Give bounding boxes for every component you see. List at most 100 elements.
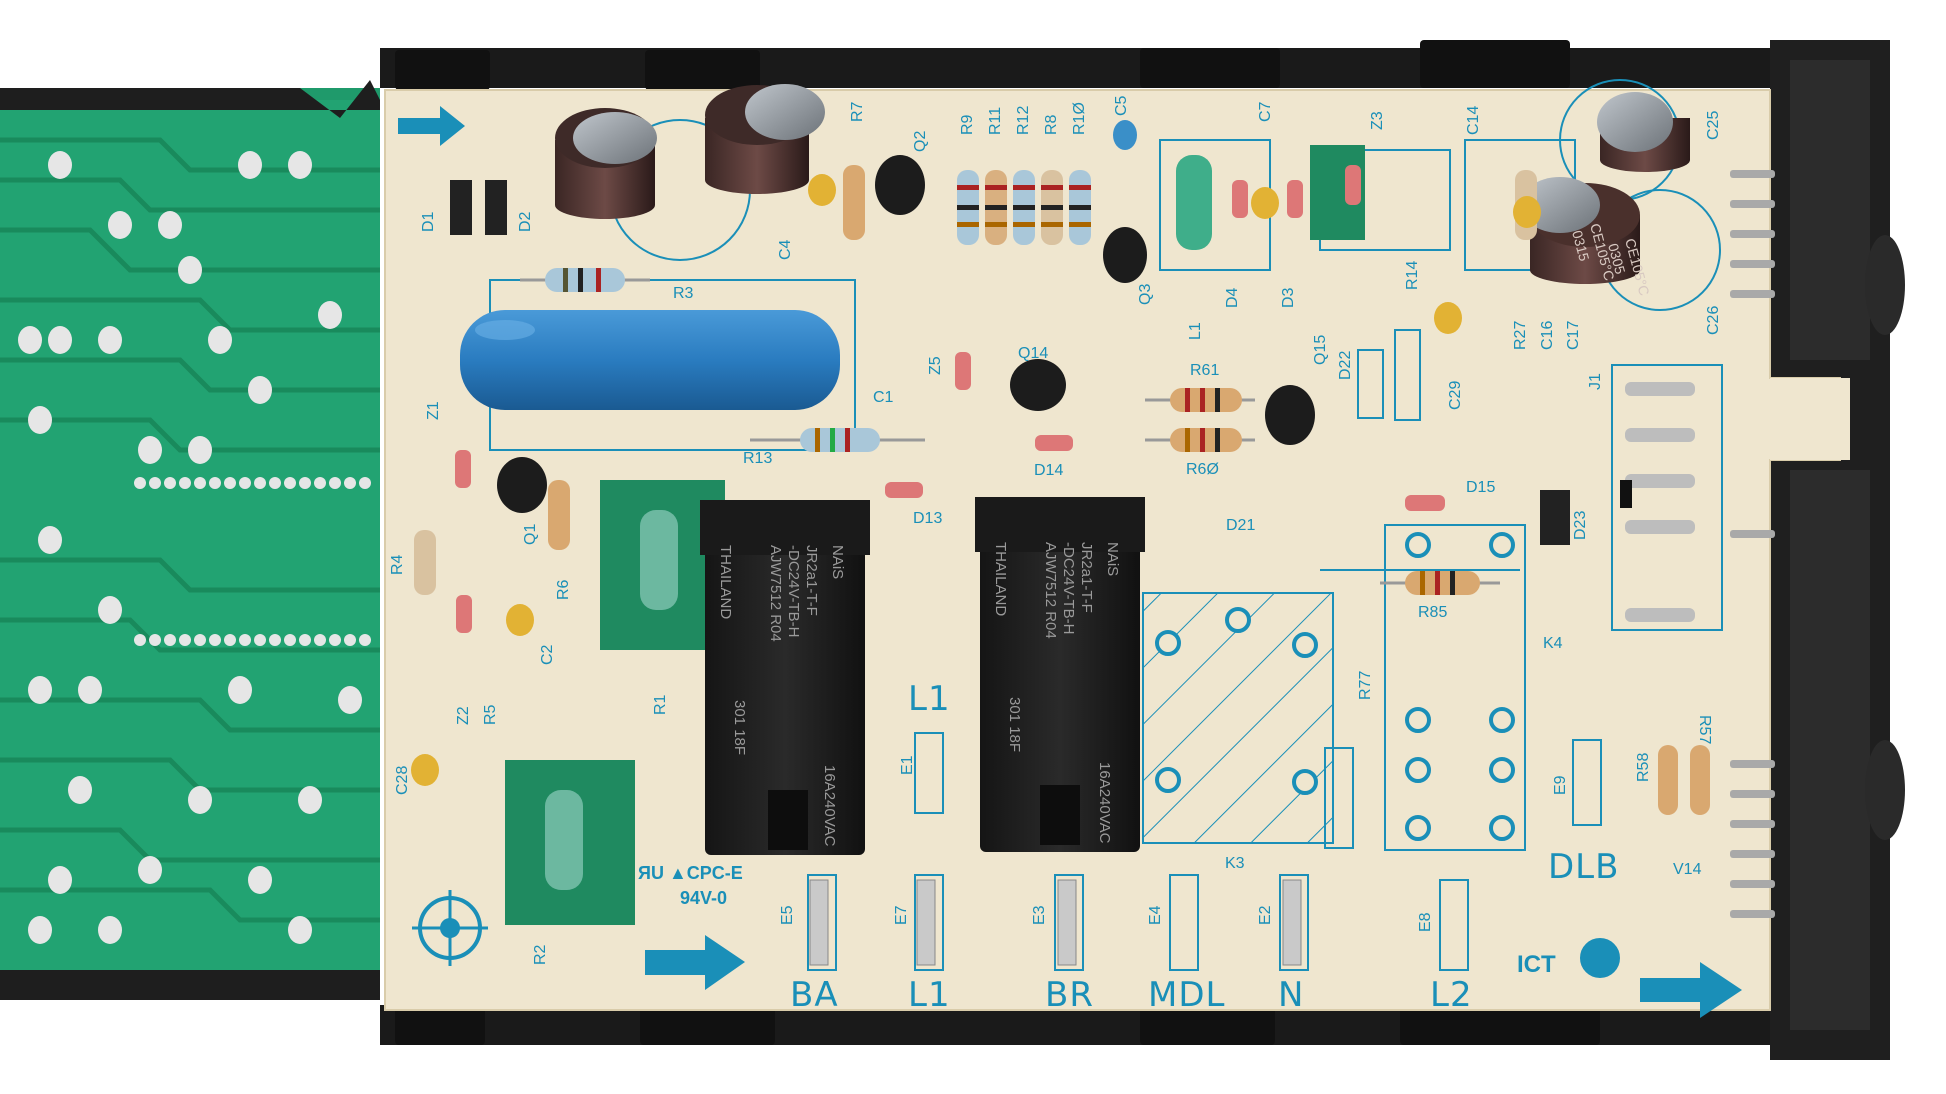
label-d22: D22 — [1337, 351, 1354, 380]
label-d13: D13 — [913, 510, 942, 527]
label-r7: R7 — [849, 101, 866, 122]
terminal-label-mdl: MDL — [1148, 975, 1225, 1015]
label-j1: J1 — [1587, 373, 1604, 390]
label-r85: R85 — [1418, 604, 1447, 621]
diodes — [450, 165, 1570, 633]
resistors — [414, 155, 1710, 890]
plastic-housing — [0, 40, 1905, 1060]
label-c4: C4 — [777, 239, 794, 260]
label-d23: D23 — [1572, 511, 1589, 540]
rating-marking: 94V-0 — [680, 888, 727, 908]
relay2-origin: THAILAND — [992, 542, 1009, 616]
label-d1: D1 — [420, 211, 437, 232]
label-r61: R61 — [1190, 362, 1219, 379]
label-c5: C5 — [1113, 95, 1130, 116]
relay1-date: 301 18F — [731, 700, 748, 755]
relay2-brand: NAiS — [1104, 542, 1121, 576]
label-d2: D2 — [517, 211, 534, 232]
film-capacitor-c1 — [460, 310, 840, 410]
terminal-label-n: N — [1278, 975, 1304, 1015]
label-k3: K3 — [1225, 855, 1245, 872]
label-c26: C26 — [1705, 306, 1722, 335]
relay1-origin: THAILAND — [717, 545, 734, 619]
label-c2: C2 — [539, 644, 556, 665]
label-r12: R12 — [1015, 106, 1032, 135]
label-v14: V14 — [1673, 861, 1702, 878]
header-pins — [1730, 170, 1775, 918]
label-c1: C1 — [873, 389, 894, 406]
label-r10: R1Ø — [1071, 102, 1088, 135]
label-r60: R6Ø — [1186, 461, 1219, 478]
label-dlb: DLB — [1548, 847, 1619, 887]
cap-mark-c25b: 0305 — [1605, 242, 1629, 276]
label-d21: D21 — [1226, 517, 1255, 534]
terminal-label-ba: BA — [790, 975, 839, 1015]
relay-holes — [1155, 532, 1620, 978]
label-e7: E7 — [893, 905, 910, 925]
label-r11: R11 — [987, 107, 1004, 135]
label-r5: R5 — [482, 704, 499, 725]
label-r14: R14 — [1404, 261, 1421, 290]
label-r9: R9 — [959, 114, 976, 135]
label-c14: C14 — [1465, 106, 1482, 135]
label-r8: R8 — [1043, 114, 1060, 135]
label-e5: E5 — [779, 905, 796, 925]
relay2-rating: 16A240VAC — [1096, 762, 1113, 844]
label-e3: E3 — [1031, 905, 1048, 925]
label-c28: C28 — [394, 766, 411, 795]
label-d3: D3 — [1280, 287, 1297, 308]
transistors — [497, 155, 1315, 513]
label-e1: E1 — [899, 755, 916, 775]
label-e9: E9 — [1552, 775, 1569, 795]
label-r57: R57 — [1696, 715, 1713, 744]
label-d4: D4 — [1224, 287, 1241, 308]
label-q14: Q14 — [1018, 345, 1048, 362]
relay1-part: -DC24V-TB-H — [785, 545, 802, 638]
fiducial-mark — [412, 890, 488, 966]
label-r3: R3 — [673, 285, 694, 302]
label-c16: C16 — [1539, 321, 1556, 350]
relay1-brand: NAiS — [829, 545, 846, 579]
label-d14: D14 — [1034, 462, 1063, 479]
label-l1-relay: L1 — [908, 679, 951, 719]
relay1-rating: 16A240VAC — [821, 765, 838, 847]
relay2-date: 301 18F — [1006, 697, 1023, 752]
label-r2: R2 — [532, 944, 549, 965]
spade-terminals — [809, 879, 1302, 966]
label-l1: L1 — [1187, 322, 1204, 340]
label-e8: E8 — [1417, 912, 1434, 932]
label-r77: R77 — [1357, 671, 1374, 700]
label-z5: Z5 — [927, 356, 944, 375]
electrolytic-capacitors — [555, 79, 1721, 311]
label-q15: Q15 — [1312, 335, 1329, 365]
relay1-code: AJW7512 R04 — [767, 545, 784, 642]
ceramic-capacitors — [411, 120, 1541, 786]
label-c7: C7 — [1257, 101, 1274, 122]
relay2-model: JR2a1-T-F — [1078, 542, 1095, 613]
label-q1: Q1 — [522, 524, 539, 545]
label-r6: R6 — [555, 579, 572, 600]
terminal-label-br: BR — [1045, 975, 1094, 1015]
terminal-label-l2: L2 — [1430, 975, 1473, 1015]
label-ict: ICT — [1517, 951, 1556, 978]
connector-j1 — [1620, 382, 1695, 622]
label-k4: K4 — [1543, 635, 1563, 652]
label-e4: E4 — [1147, 905, 1164, 925]
relay2-part: -DC24V-TB-H — [1060, 542, 1077, 635]
relay-k2 — [975, 497, 1145, 852]
green-display-board — [0, 88, 380, 988]
flow-arrow-bottom-right — [1640, 962, 1742, 1018]
relay1-model: JR2a1-T-F — [803, 545, 820, 616]
label-r13: R13 — [743, 450, 772, 467]
label-c17: C17 — [1565, 321, 1582, 350]
flow-arrow-bottom — [645, 935, 745, 990]
ul-marking: ЯU ▲CPC-E — [638, 863, 743, 883]
terminal-pads — [807, 732, 1602, 971]
label-e2: E2 — [1257, 905, 1274, 925]
label-z2: Z2 — [455, 706, 472, 725]
relay2-code: AJW7512 R04 — [1042, 542, 1059, 639]
label-c25: C25 — [1705, 111, 1722, 140]
label-c29: C29 — [1447, 381, 1464, 410]
flow-arrow-top-left — [398, 106, 465, 146]
